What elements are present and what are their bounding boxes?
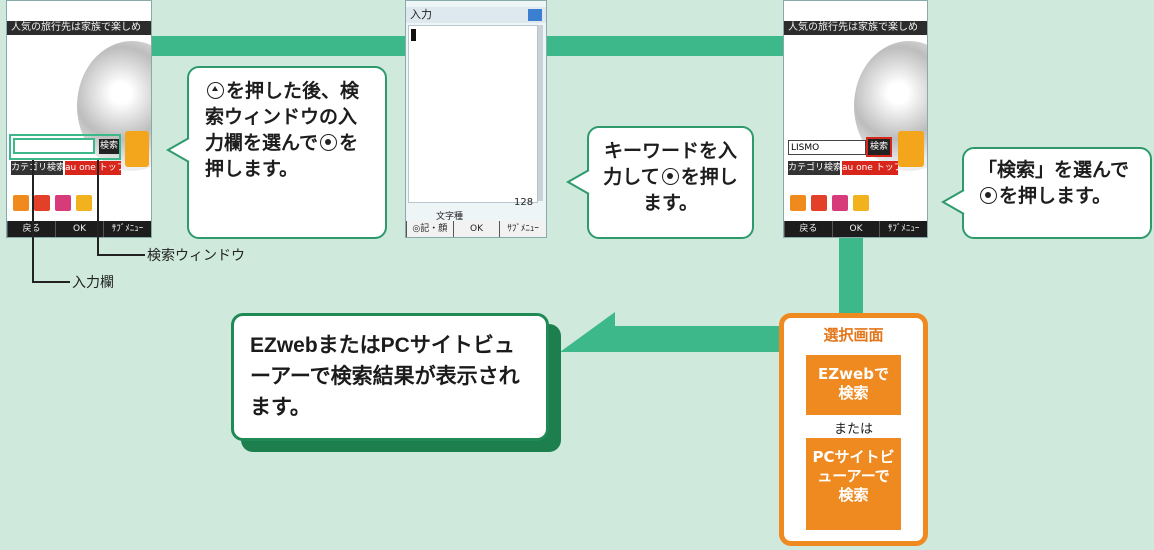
up-key-icon bbox=[207, 82, 224, 99]
category-search-button[interactable]: カテゴリ検索 bbox=[788, 161, 840, 175]
softkey-right[interactable]: ｻﾌﾞﾒﾆｭｰ bbox=[499, 221, 546, 237]
leader-line-input-field bbox=[32, 160, 34, 282]
callout-1-tail bbox=[166, 137, 190, 163]
text-input-area[interactable] bbox=[408, 25, 538, 203]
mail-icon[interactable] bbox=[55, 195, 71, 211]
softkey-right[interactable]: ｻﾌﾞﾒﾆｭｰ bbox=[103, 221, 151, 237]
connector-band-vertical bbox=[839, 237, 863, 317]
selection-screen: 選択画面 EZwebで検索 または PCサイトビューアーで検索 bbox=[779, 313, 928, 546]
callout-3-after: を押します。 bbox=[999, 185, 1112, 207]
tab-au-one[interactable]: au one トップ bbox=[65, 161, 121, 175]
weather-icon bbox=[898, 131, 924, 167]
option-pc-site-viewer-search[interactable]: PCサイトビューアーで検索 bbox=[806, 438, 901, 530]
mode-icon bbox=[528, 9, 542, 21]
text-cursor bbox=[411, 29, 416, 41]
tab-au-one[interactable]: au one トップ bbox=[842, 161, 898, 175]
leader-line-search-window bbox=[97, 160, 99, 255]
calendar-icon[interactable] bbox=[34, 195, 50, 211]
callout-2-after: を押します。 bbox=[642, 166, 738, 214]
bell-icon[interactable] bbox=[853, 195, 869, 211]
connector-band-1 bbox=[150, 36, 406, 56]
folder-icon[interactable] bbox=[13, 195, 29, 211]
search-window bbox=[9, 134, 121, 160]
softkey-left[interactable]: 戻る bbox=[784, 221, 832, 237]
search-button-highlighted[interactable]: 検索 bbox=[866, 137, 892, 157]
softkey-bar: 戻る OK ｻﾌﾞﾒﾆｭｰ bbox=[7, 221, 151, 237]
bell-icon[interactable] bbox=[76, 195, 92, 211]
callout-step-2: キーワードを入力してを押します。 bbox=[587, 126, 754, 239]
callout-2-text: キーワードを入力して bbox=[603, 140, 737, 188]
menu-icon-row bbox=[790, 195, 869, 211]
search-button[interactable]: 検索 bbox=[99, 139, 119, 154]
center-key-icon bbox=[980, 187, 997, 204]
calendar-icon[interactable] bbox=[811, 195, 827, 211]
label-search-window: 検索ウィンドウ bbox=[147, 248, 245, 264]
softkey-center[interactable]: OK bbox=[831, 221, 880, 237]
option-ezweb-search[interactable]: EZwebで検索 bbox=[806, 355, 901, 415]
callout-1-text: を押した後、検索ウィンドウの入力欄を選んで bbox=[205, 80, 360, 154]
center-key-icon bbox=[661, 168, 679, 185]
input-title-bar bbox=[406, 7, 546, 23]
mail-icon[interactable] bbox=[832, 195, 848, 211]
leader-line-input-field-h bbox=[32, 281, 70, 283]
title-bar: 人気の旅行先は家族で楽しめ bbox=[784, 21, 927, 35]
softkey-bar: ◎記・顔 OK ｻﾌﾞﾒﾆｭｰ bbox=[406, 221, 546, 237]
leader-line-search-window-h bbox=[97, 254, 145, 256]
phone-screen-home: 人気の旅行先は家族で楽しめ 検索 カテゴリ検索 au one トップ 戻る OK… bbox=[6, 0, 152, 238]
search-input[interactable] bbox=[13, 138, 95, 154]
char-mode-label: 文字種 bbox=[436, 212, 464, 222]
callout-step-1: を押した後、検索ウィンドウの入力欄を選んでを押します。 bbox=[187, 66, 387, 239]
softkey-center[interactable]: OK bbox=[452, 221, 500, 237]
softkey-bar: 戻る OK ｻﾌﾞﾒﾆｭｰ bbox=[784, 221, 927, 237]
softkey-center[interactable]: OK bbox=[55, 221, 103, 237]
softkey-left[interactable]: 戻る bbox=[7, 221, 55, 237]
softkey-left[interactable]: ◎記・顔 bbox=[406, 221, 453, 237]
category-search-button[interactable]: カテゴリ検索 bbox=[11, 161, 63, 175]
label-input-field: 入力欄 bbox=[72, 275, 114, 291]
callout-1-after: を押します。 bbox=[205, 132, 359, 180]
callout-3-text: 「検索」を選んで bbox=[978, 159, 1130, 181]
selection-title: 選択画面 bbox=[823, 326, 884, 344]
weather-icon bbox=[125, 131, 149, 167]
result-callout: EZwebまたはPCサイトビューアーで検索結果が表示されます。 bbox=[231, 313, 549, 441]
result-arrow bbox=[560, 312, 795, 352]
menu-icon-row bbox=[13, 195, 92, 211]
search-input[interactable]: LISMO bbox=[788, 140, 866, 155]
connector-band-2 bbox=[545, 36, 783, 56]
phone-screen-search-selected: 人気の旅行先は家族で楽しめ LISMO 検索 カテゴリ検索 au one トップ… bbox=[783, 0, 928, 238]
callout-3-tail bbox=[941, 189, 965, 215]
scrollbar[interactable] bbox=[538, 25, 543, 201]
char-count: 128 bbox=[514, 197, 534, 208]
title-bar: 人気の旅行先は家族で楽しめ bbox=[7, 21, 151, 35]
callout-step-3: 「検索」を選んでを押します。 bbox=[962, 147, 1152, 239]
result-text: EZwebまたはPCサイトビューアーで検索結果が表示されます。 bbox=[250, 334, 520, 419]
or-label: または bbox=[833, 422, 873, 437]
input-title: 入力 bbox=[410, 8, 432, 21]
folder-icon[interactable] bbox=[790, 195, 806, 211]
phone-screen-input: 入力 128 文字種 ◎記・顔 OK ｻﾌﾞﾒﾆｭｰ bbox=[405, 0, 547, 238]
center-key-icon bbox=[320, 134, 338, 151]
callout-2-tail bbox=[566, 169, 590, 195]
softkey-right[interactable]: ｻﾌﾞﾒﾆｭｰ bbox=[879, 221, 927, 237]
